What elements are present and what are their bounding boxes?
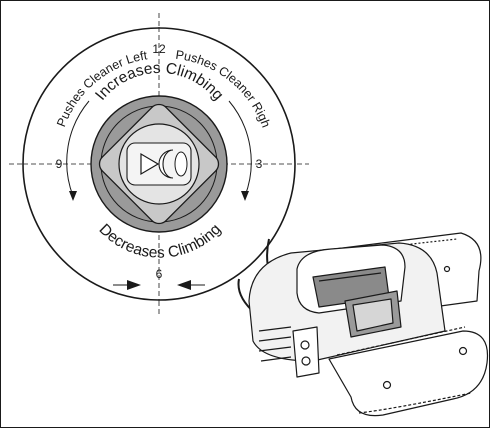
clock-9-label: 9 <box>56 157 63 171</box>
clock-3-label: 3 <box>256 157 263 171</box>
clock-6-label: 6 <box>156 267 163 281</box>
clock-12-label: 12 <box>152 42 166 56</box>
pool-cleaner-robot-illustration <box>249 233 488 416</box>
